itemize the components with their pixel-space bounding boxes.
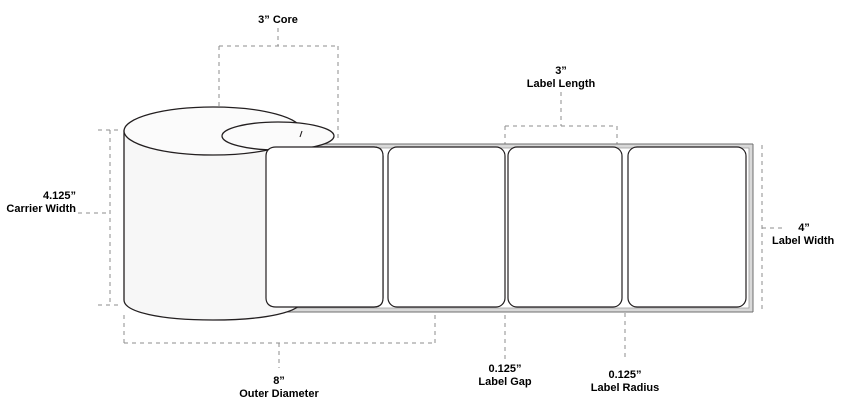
annotation-label-length-label: Label Length [526,78,596,90]
label-item [627,146,747,308]
annotation-carrier-width-label: Carrier Width [6,203,76,215]
label-roll [123,106,335,321]
annotation-label-width-value: 4” [798,222,810,234]
annotation-outer-diameter-value: 8” [273,375,285,387]
annotation-carrier-width-value: 4.125” [42,190,76,202]
annotation-label-radius-value: 0.125” [608,369,642,381]
annotation-carrier-width: 4.125” Carrier Width [2,190,76,216]
annotation-outer-diameter-label: Outer Diameter [239,388,319,400]
annotation-label-width-label: Label Width [772,235,835,247]
annotation-label-radius-label: Label Radius [590,382,660,394]
label-strip-front-overlap [265,146,384,308]
annotation-core-text: 3” Core [258,14,298,26]
annotation-outer-diameter: 8” Outer Diameter [219,375,339,401]
annotation-core: 3” Core [228,14,328,27]
annotation-label-length: 3” Label Length [501,65,621,91]
annotation-label-gap-value: 0.125” [488,363,522,375]
label-item [387,146,506,308]
annotation-label-radius: 0.125” Label Radius [572,369,678,395]
annotation-label-gap-label: Label Gap [478,376,532,388]
annotation-label-gap: 0.125” Label Gap [452,363,558,389]
annotation-label-length-value: 3” [555,65,567,77]
annotation-label-width: 4” Label Width [772,222,862,248]
label-item [507,146,623,308]
roll-core-hole [221,121,335,151]
